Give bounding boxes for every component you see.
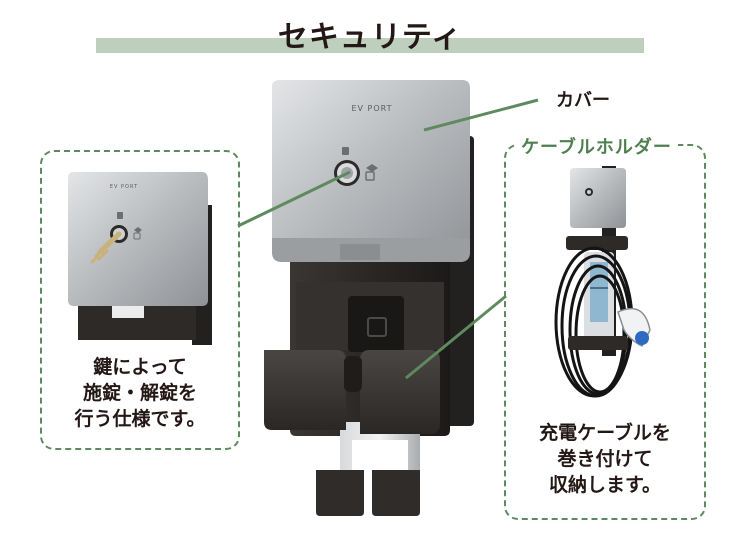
cable-caption-line-1: 充電ケーブルを [539, 422, 671, 444]
page-title: セキュリティ [277, 20, 463, 55]
svg-text:EV PORT: EV PORT [110, 184, 138, 190]
cable-holder-caption: 充電ケーブルを 巻き付けて 収納します。 [504, 420, 706, 498]
svg-text:EV PORT: EV PORT [351, 104, 392, 113]
lock-caption-line-2: 施錠・解錠を [82, 382, 197, 404]
cover-leader-line [423, 98, 539, 132]
main-charger-unit: EV PORT [264, 80, 474, 516]
cover-label: カバー [556, 90, 610, 111]
title-underline-band [96, 38, 644, 53]
cable-holder-illustration [554, 166, 651, 398]
cable-caption-line-3: 収納します。 [548, 474, 662, 496]
lock-closeup-illustration: EV PORT [68, 172, 212, 345]
cable-caption-line-2: 巻き付けて [557, 448, 653, 470]
lock-leader-line [237, 170, 351, 228]
lock-caption: 鍵によって 施錠・解錠を 行う仕様です。 [40, 354, 240, 432]
lock-callout-box [40, 150, 240, 450]
lock-caption-line-3: 行う仕様です。 [74, 408, 206, 430]
holder-leader-line [405, 294, 507, 380]
lock-caption-line-1: 鍵によって [93, 356, 187, 378]
cable-holder-label: ケーブルホルダー [515, 133, 678, 159]
